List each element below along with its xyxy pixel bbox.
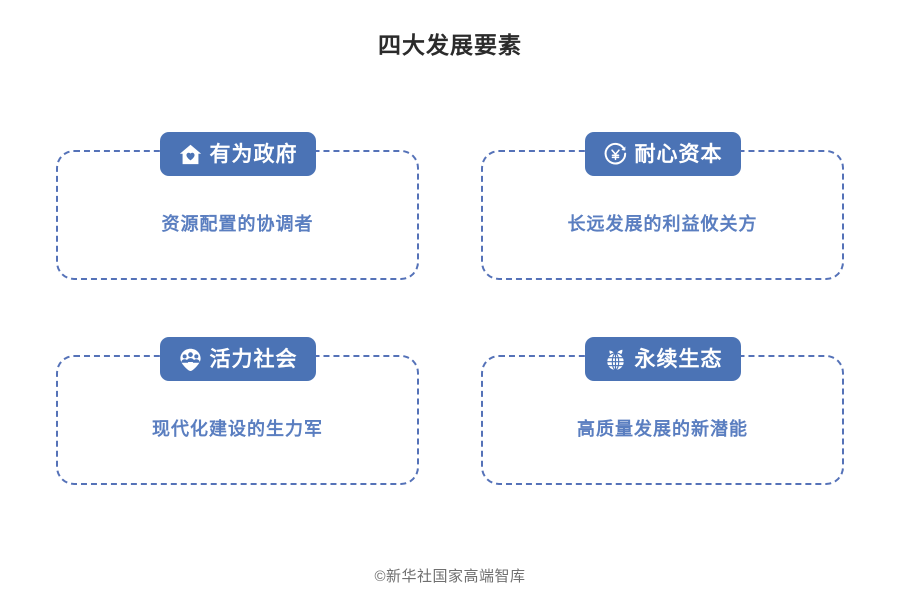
card-item: 资源配置的协调者 有为政府 bbox=[50, 132, 425, 282]
card-item: 长远发展的利益攸关方 耐心资本 bbox=[475, 132, 850, 282]
globe-leaf-icon bbox=[603, 347, 628, 372]
page-title: 四大发展要素 bbox=[378, 32, 522, 58]
card-badge[interactable]: 永续生态 bbox=[584, 337, 741, 381]
card-badge-label: 有为政府 bbox=[209, 142, 298, 166]
card-badge[interactable]: 活力社会 bbox=[159, 337, 316, 381]
yuan-circle-icon bbox=[603, 142, 628, 167]
card-description: 现代化建设的生力军 bbox=[152, 419, 323, 439]
cards-grid: 资源配置的协调者 有为政府 长远发展的利益攸关方 bbox=[50, 132, 850, 487]
copyright-footer: ©新华社国家高端智库 bbox=[374, 568, 526, 585]
card-badge-label: 永续生态 bbox=[634, 347, 723, 371]
card-badge[interactable]: 有为政府 bbox=[159, 132, 316, 176]
card-description: 资源配置的协调者 bbox=[161, 214, 314, 234]
people-group-icon bbox=[178, 347, 203, 372]
card-item: 现代化建设的生力军 活力社会 bbox=[50, 337, 425, 487]
card-badge[interactable]: 耐心资本 bbox=[584, 132, 741, 176]
card-badge-label: 耐心资本 bbox=[634, 142, 723, 166]
card-description: 高质量发展的新潜能 bbox=[577, 419, 748, 439]
card-item: 高质量发展的新潜能 bbox=[475, 337, 850, 487]
card-description: 长远发展的利益攸关方 bbox=[567, 214, 758, 234]
card-badge-label: 活力社会 bbox=[209, 347, 298, 371]
house-heart-icon bbox=[178, 142, 203, 167]
